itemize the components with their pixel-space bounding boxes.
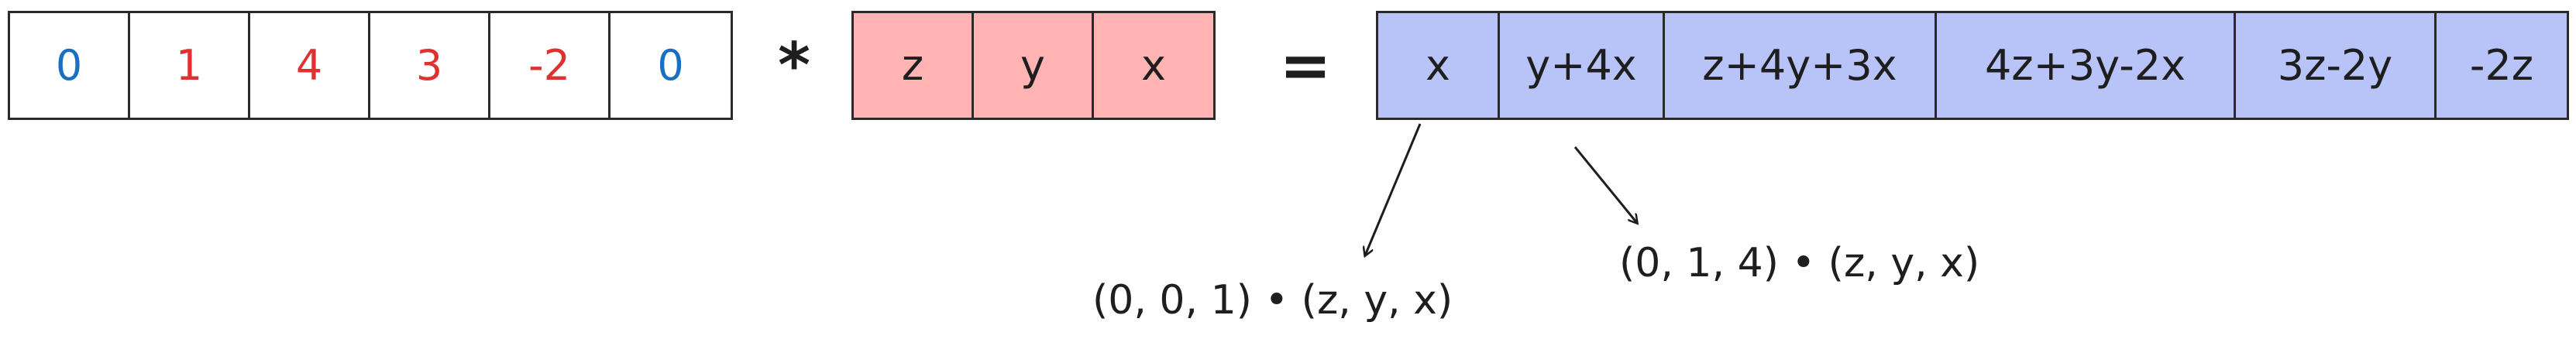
result-array: x y+4x z+4y+3x 4z+3y-2x 3z-2y -2z: [1376, 11, 2569, 120]
dot-product-annotation: (0, 0, 1) • (z, y, x): [1092, 277, 1453, 324]
variable-cell: x: [1141, 41, 1166, 90]
result-cell: y+4x: [1500, 13, 1665, 118]
arrow-1: [1365, 123, 1422, 255]
equals-operator: =: [1279, 29, 1332, 101]
result-cell: z+4y+3x: [1665, 13, 1937, 118]
result-cell: 4z+3y-2x: [1937, 13, 2236, 118]
variable-array: z y x: [851, 11, 1216, 120]
arrow-2: [1573, 146, 1637, 223]
kernel-array: 0 1 4 3 -2 0: [8, 11, 733, 120]
dot-product-annotation: (0, 1, 4) • (z, y, x): [1619, 240, 1980, 286]
kernel-cell: 0: [10, 13, 130, 118]
result-cell: 3z-2y: [2236, 13, 2437, 118]
kernel-cell: 4: [250, 13, 370, 118]
kernel-cell: -2: [490, 13, 610, 118]
multiply-operator: *: [778, 29, 810, 101]
kernel-cell: 3: [370, 13, 490, 118]
variable-cell: z: [854, 13, 974, 118]
result-cell: -2z: [2469, 41, 2534, 90]
result-cell: x: [1378, 13, 1500, 118]
kernel-cell: 0: [657, 41, 684, 90]
variable-cell: y: [974, 13, 1094, 118]
kernel-cell: 1: [130, 13, 250, 118]
